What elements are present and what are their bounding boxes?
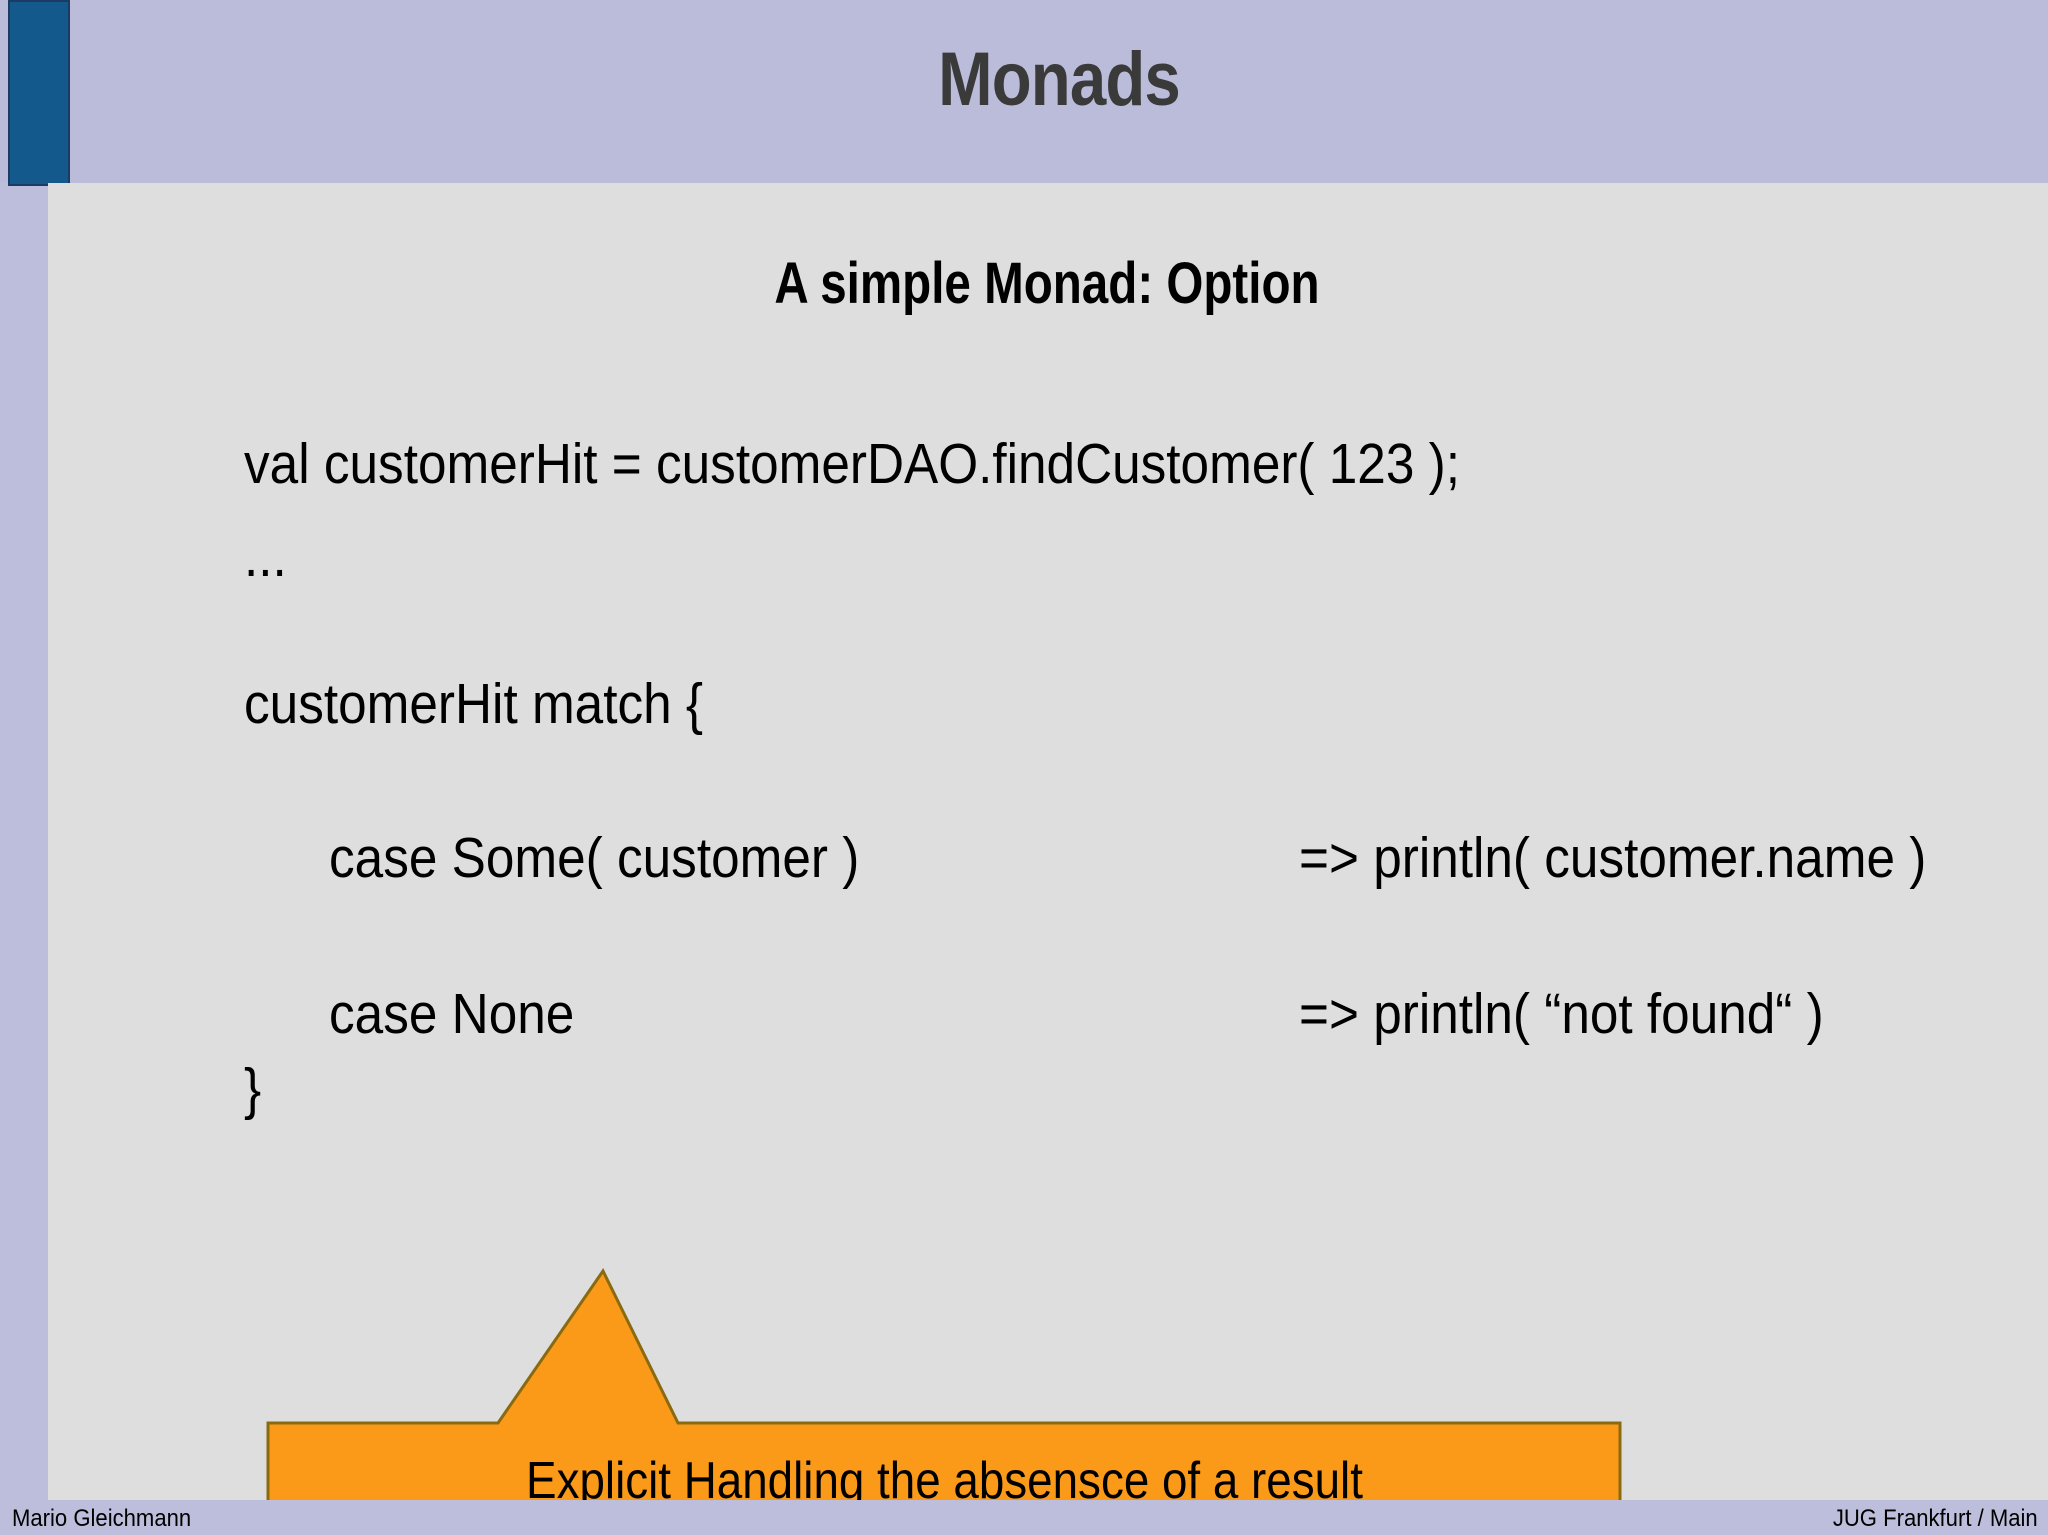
slide-footer: Mario Gleichmann JUG Frankfurt / Main [0,1500,2048,1535]
accent-bar [8,0,70,186]
code-line-4-text: case Some( customer ) [329,826,860,890]
code-line-5-case-none: case None [215,929,574,1100]
code-line-4-case-some: case Some( customer ) [215,773,859,944]
content-subtitle: A simple Monad: Option [774,251,1320,316]
code-line-1: val customerHit = customerDAO.findCustom… [130,379,1460,550]
code-line-5-text: case None [329,982,575,1046]
code-line-5-result: => println( “not found“ ) [1185,929,1824,1100]
footer-author: Mario Gleichmann [12,1505,192,1532]
page-title: Monads [938,37,1181,122]
code-line-1-text: val customerHit = customerDAO.findCustom… [244,432,1460,496]
code-line-3: customerHit match { [130,619,703,790]
callout-shape [266,1268,1622,1535]
code-line-4-result-text: => println( customer.name ) [1299,826,1927,890]
code-line-2: ... [130,472,287,643]
code-line-3-text: customerHit match { [244,672,704,736]
callout-annotation: Explicit Handling the absensce of a resu… [266,1268,1622,1535]
code-line-5-result-text: => println( “not found“ ) [1299,982,1824,1046]
callout-polygon [266,1268,1622,1535]
slide-header-band: Monads [0,0,2048,186]
content-panel: A simple Monad: Option val customerHit =… [48,183,2048,1535]
code-line-6-closing-brace: } [130,1004,261,1175]
code-line-4-result: => println( customer.name ) [1185,773,1926,944]
footer-venue: JUG Frankfurt / Main [1833,1505,2038,1532]
code-line-6-text: } [244,1057,262,1121]
code-line-2-text: ... [244,525,287,589]
